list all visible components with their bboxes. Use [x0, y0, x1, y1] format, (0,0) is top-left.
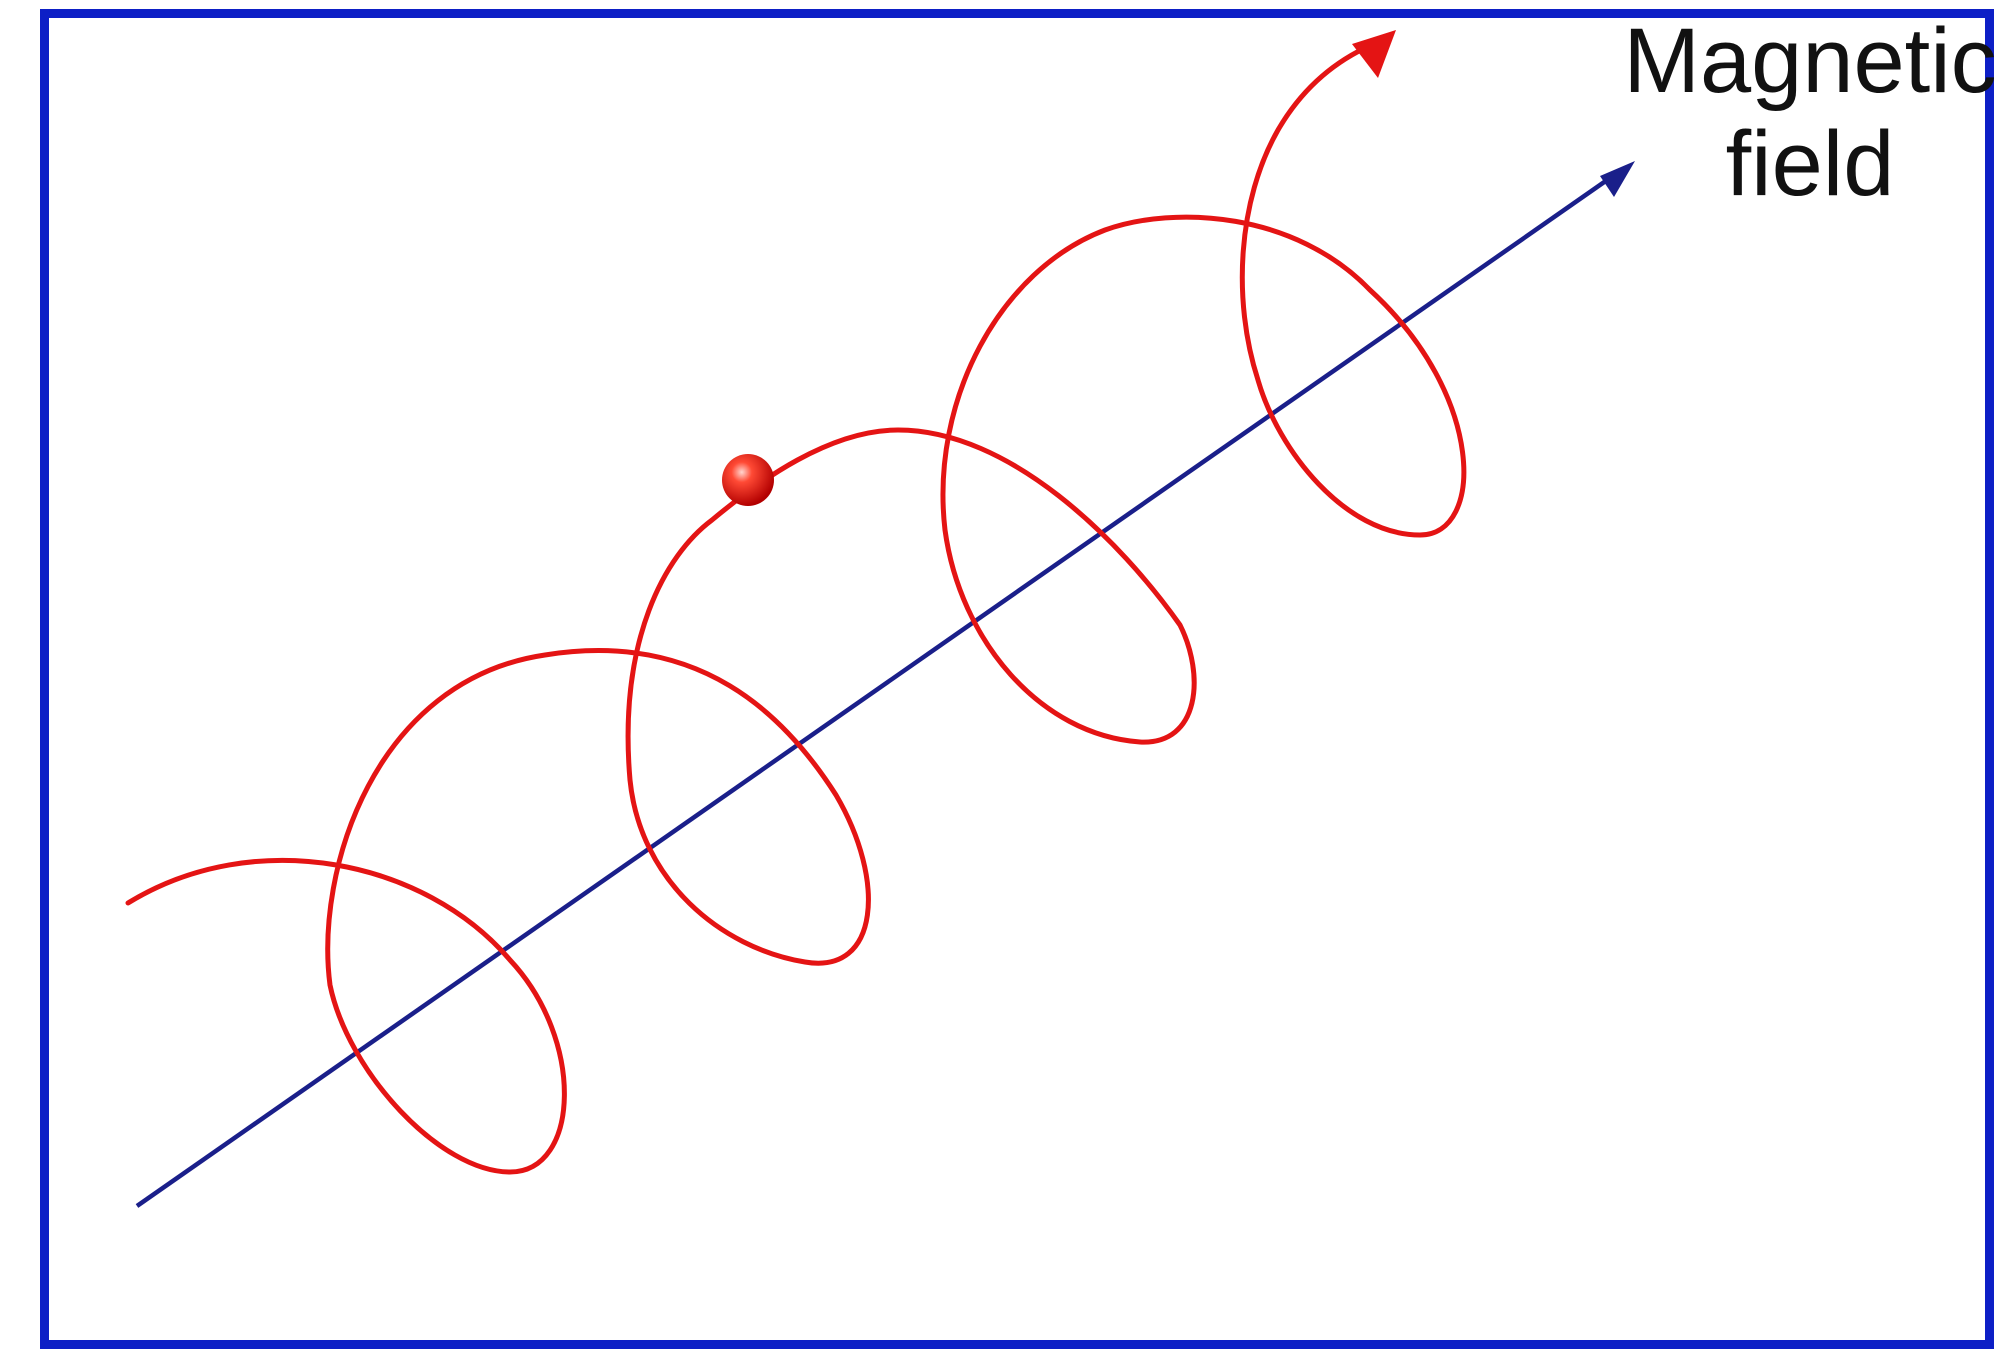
magnetic-field-label-line2: field: [1726, 113, 1895, 215]
magnetic-field-label-line1: Magnetic: [1623, 10, 1994, 112]
helix-arrowhead: [1352, 30, 1396, 78]
helix-trajectory: [125, 45, 1467, 1175]
magnetic-field-line: [135, 176, 1612, 1208]
magnetic-field-arrowhead: [1600, 161, 1635, 197]
charged-particle: [722, 454, 774, 506]
